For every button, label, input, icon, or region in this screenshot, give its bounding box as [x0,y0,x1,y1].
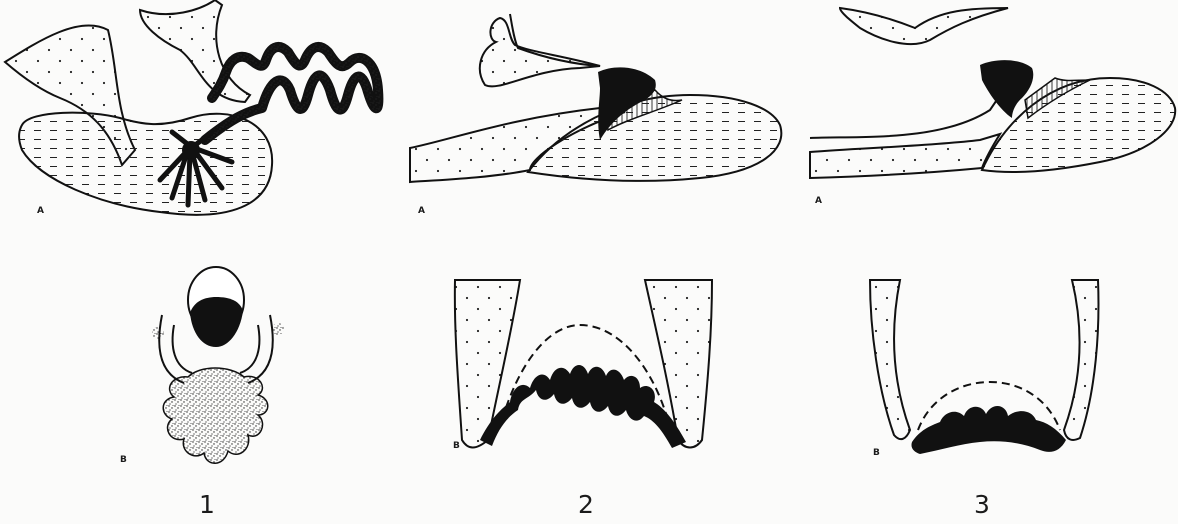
label-a-panel-1: A [37,206,44,216]
black-mass-3a [980,60,1033,118]
label-b-panel-2: B [453,441,460,451]
right-arm-1b [248,315,273,383]
drawing-3b [860,270,1110,470]
drawing-1b [120,255,320,495]
dotted-fold-1a [140,0,250,102]
dashed-basin-1a [19,113,272,215]
figure-number-3: 3 [974,490,990,519]
dotted-upper-3a [840,8,1008,44]
black-lining-3b [911,406,1066,454]
figure-number-2: 2 [578,490,594,519]
drawing-1a [0,0,400,230]
drawing-2b [440,270,740,470]
right-prong-3b [1064,280,1098,440]
dotted-wedge-3a [810,134,1000,178]
left-prong-2b [455,280,520,448]
vesicle-core-1b [190,297,243,347]
lobed-mass-1b [163,368,268,463]
black-lining-2b [480,365,686,448]
label-b-panel-3: B [873,448,880,458]
dotted-upper-2a [480,18,600,86]
drawing-2a [400,0,800,230]
label-a-panel-2: A [418,206,425,216]
left-prong-3b [870,280,910,439]
drawing-3a [800,0,1178,230]
left-arm-1b [159,315,184,383]
figure-number-1: 1 [199,490,215,519]
label-b-panel-1: B [120,455,127,465]
label-a-panel-3: A [815,196,822,206]
